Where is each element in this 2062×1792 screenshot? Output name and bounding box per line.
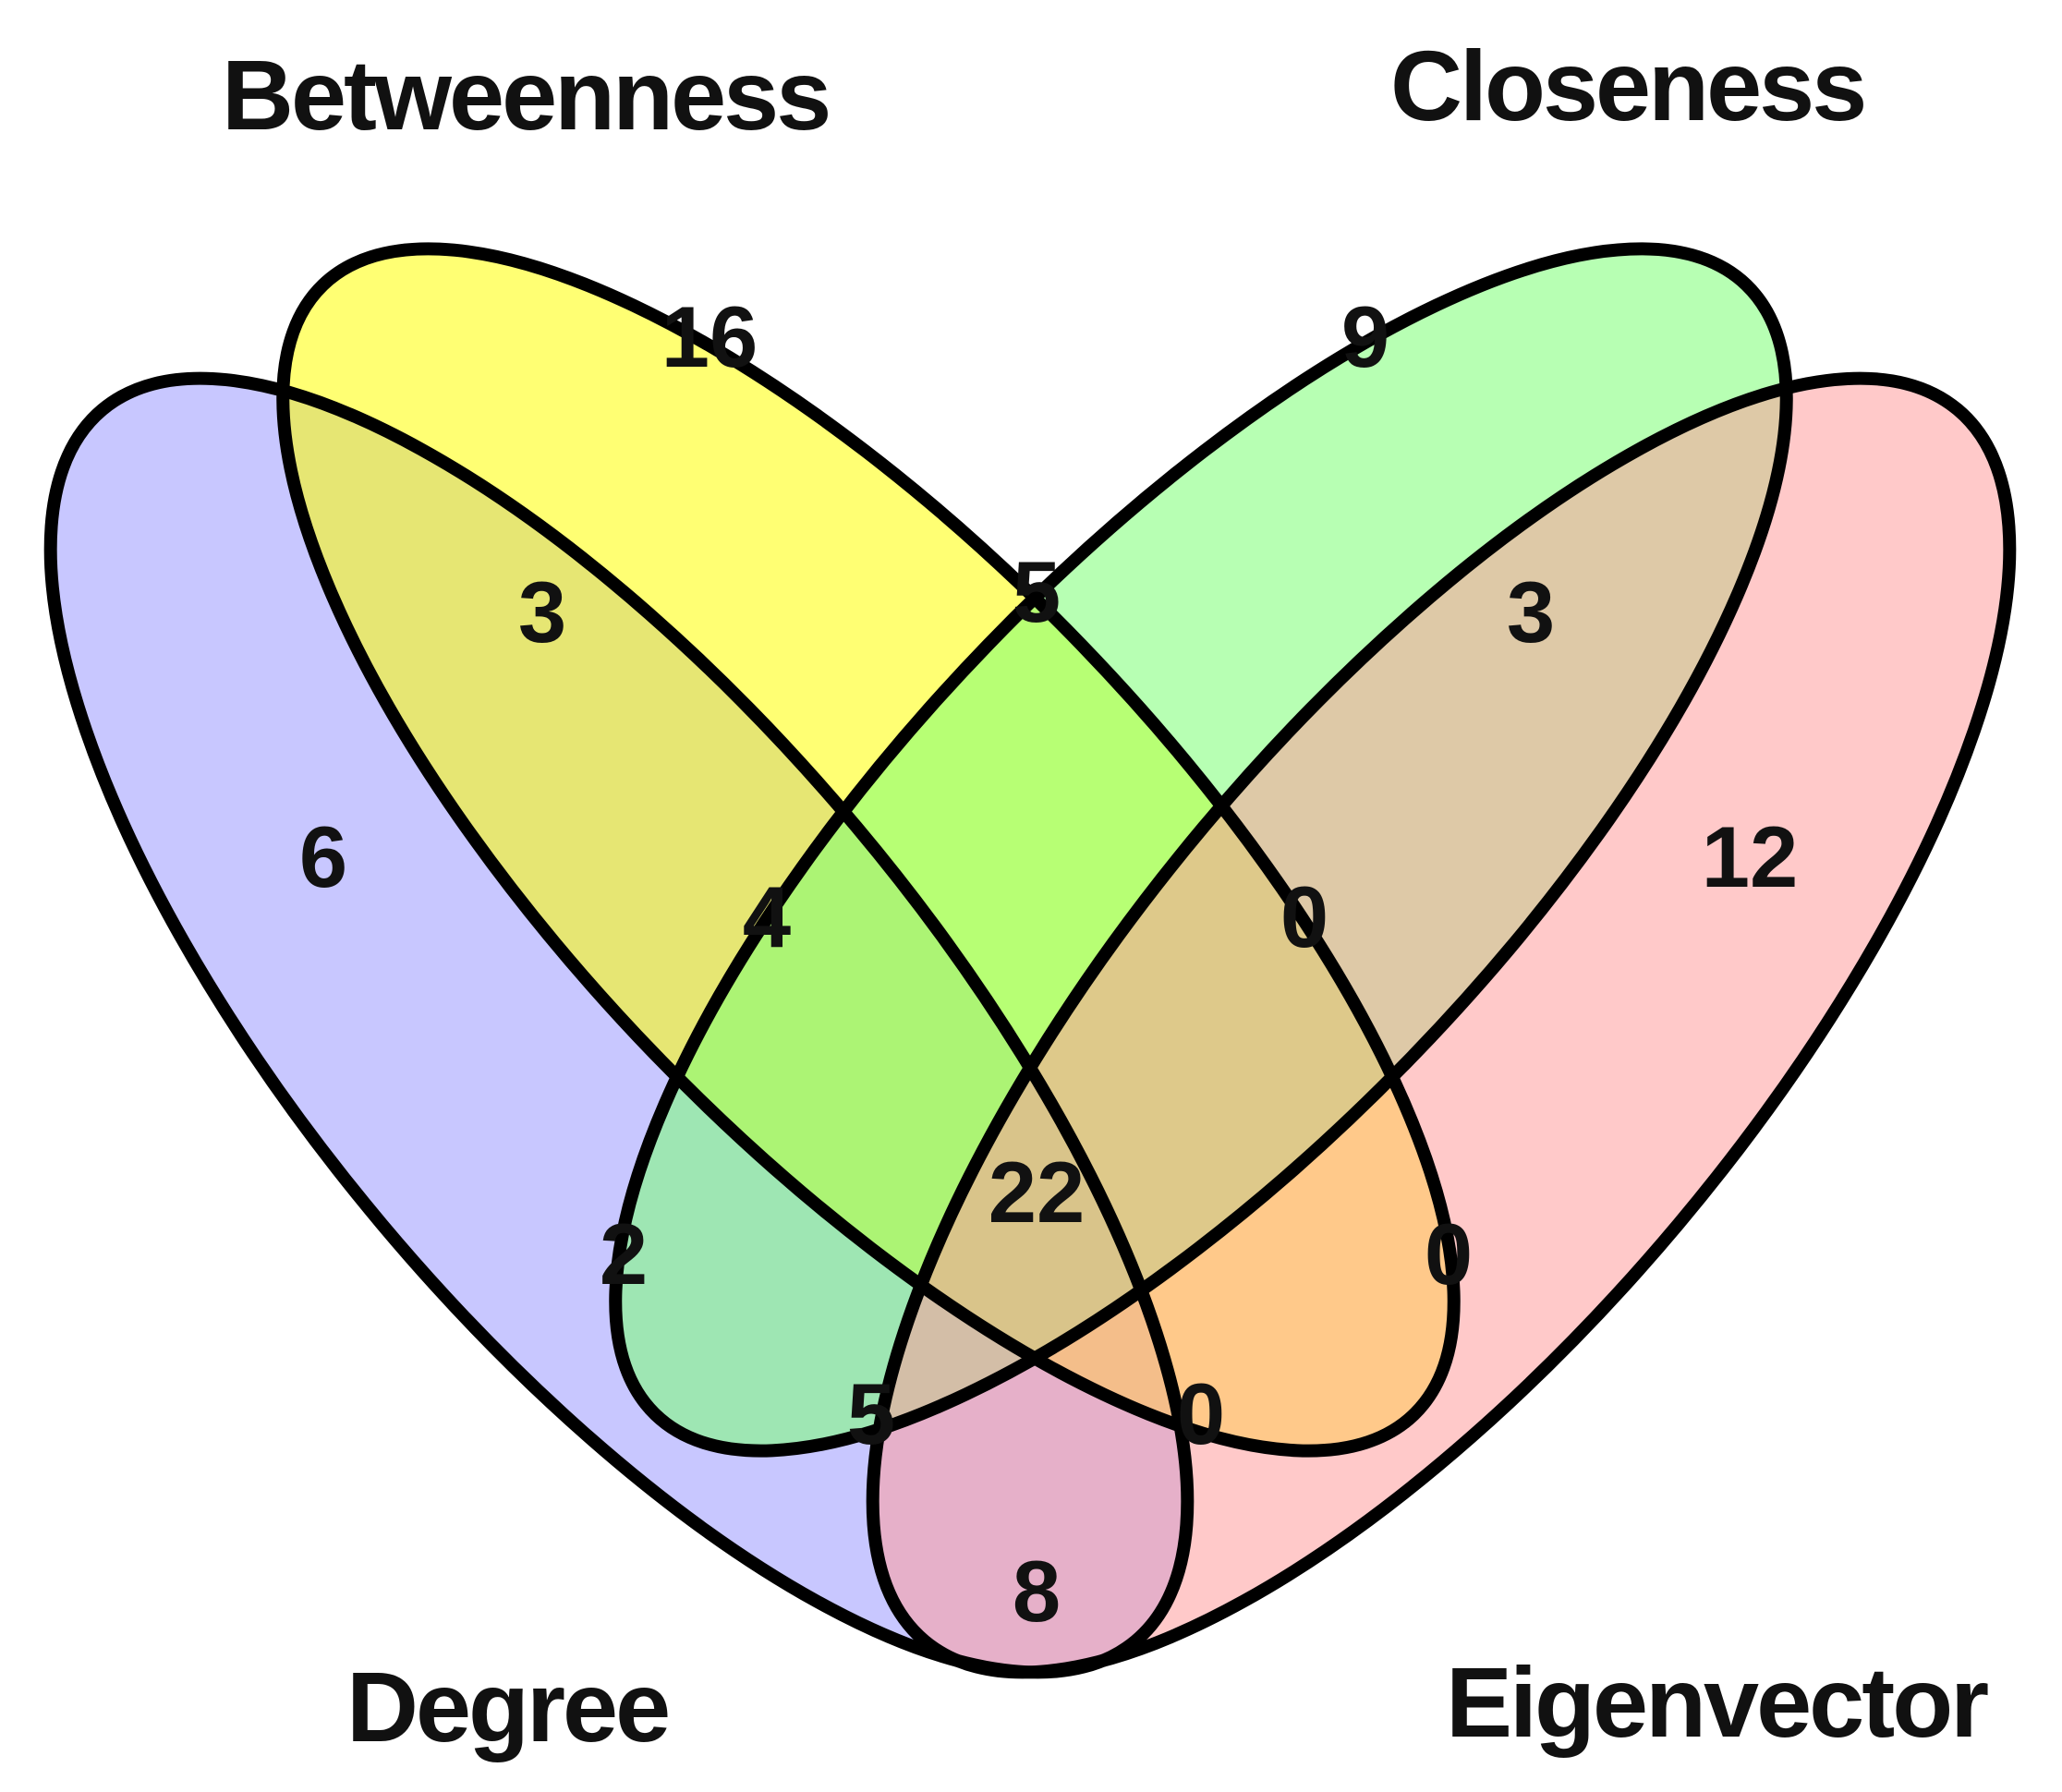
closeness-set-label: Closeness (1390, 30, 1864, 141)
region-count-degree-eigenvector: 8 (1013, 1543, 1061, 1640)
region-count-betweenness-closeness-eigenvector: 0 (1280, 868, 1328, 965)
region-count-closeness-only: 9 (1341, 288, 1389, 385)
ellipse-outlines (43, 242, 2017, 1679)
closeness-set-outline (609, 242, 1793, 1458)
region-count-degree-betweenness-closeness: 4 (743, 868, 791, 965)
region-count-degree-closeness-eigenvector: 0 (1177, 1365, 1225, 1462)
region-count-eigenvector-only: 12 (1702, 808, 1799, 905)
region-count-degree-closeness: 2 (600, 1205, 648, 1302)
betweenness-set-label: Betweenness (222, 39, 829, 151)
degree-set-label: Degree (346, 1651, 668, 1762)
region-count-betweenness-only: 16 (661, 288, 758, 385)
region-count-closeness-eigenvector: 3 (1507, 563, 1555, 660)
region-count-degree-betweenness: 3 (518, 563, 566, 660)
region-count-betweenness-closeness: 5 (1013, 543, 1061, 640)
region-count-closeness-eigenvector-lower: 0 (1425, 1205, 1473, 1302)
ellipse-fills (50, 248, 2010, 1673)
betweenness-set-outline (276, 242, 1461, 1458)
region-count-degree-betweenness-eigenvector: 5 (847, 1365, 895, 1462)
region-count-degree-only: 6 (299, 808, 347, 905)
region-counts: 6 16 9 12 3 5 3 4 0 2 22 0 5 0 8 (299, 288, 1798, 1640)
eigenvector-set-label: Eigenvector (1446, 1646, 1988, 1758)
degree-set-outline (43, 371, 1195, 1679)
region-count-all-four: 22 (989, 1144, 1086, 1241)
eigenvector-set-outline (866, 371, 2017, 1679)
